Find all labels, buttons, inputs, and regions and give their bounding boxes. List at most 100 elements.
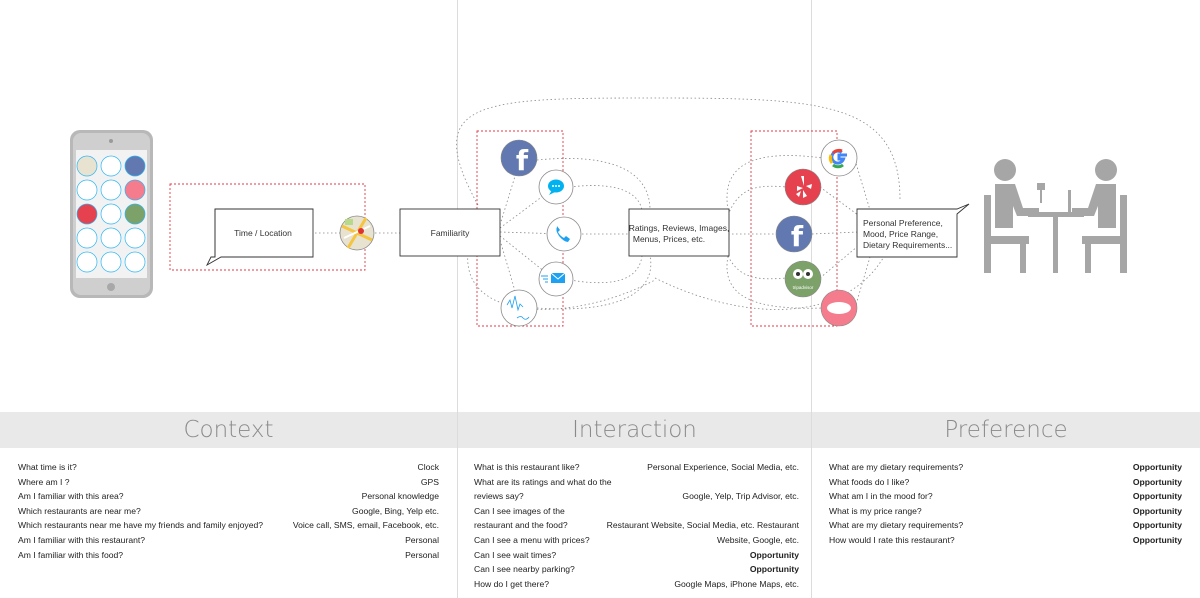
google-icon	[820, 139, 858, 177]
facebook-icon: f	[500, 139, 538, 177]
qa-row: What are my dietary requirements? Opportu…	[829, 518, 1182, 533]
preference-question-list: What are my dietary requirements? Opportu…	[829, 460, 1182, 548]
question-text: What is this restaurant like?	[474, 462, 580, 472]
qa-row: What is this restaurant like? Personal Ex…	[474, 460, 799, 475]
question-text: What are my dietary requirements?	[829, 462, 964, 472]
facebook-app-icon	[124, 155, 146, 177]
maps-app-icon	[76, 155, 98, 177]
interaction-right-group-box	[750, 130, 838, 327]
question-text: Am I familiar with this restaurant?	[18, 534, 146, 545]
empty-app-slot	[76, 227, 98, 249]
empty-app-slot	[124, 227, 146, 249]
qa-row: Which restaurants near me have my friend…	[18, 518, 439, 533]
answer-text: Clock	[417, 462, 440, 472]
section-header-preference: Preference	[812, 412, 1200, 448]
preference-label-line-1: Personal Preference,	[863, 218, 943, 228]
question-text: Which restaurants near me have my friend…	[18, 520, 264, 531]
answer-text: Restaurant Website, Social Media, etc. R…	[606, 520, 799, 531]
answer-text: Personal	[405, 534, 439, 545]
section-title-interaction: Interaction	[572, 417, 697, 443]
answer-text: Opportunity	[749, 564, 799, 575]
question-text: Which restaurants are near me?	[18, 505, 141, 516]
question-text: What am I in the mood for?	[829, 491, 933, 502]
phone-app-icon	[100, 203, 122, 225]
section-header-context: Context	[0, 412, 457, 448]
qa-row: What time is it? Clock	[18, 460, 439, 475]
answer-text: Google Maps, iPhone Maps, etc.	[674, 578, 799, 589]
qa-row: Can I see nearby parking? Opportunity	[474, 562, 799, 577]
question-text: How would I rate this restaurant?	[829, 534, 955, 545]
dining-people-icon	[984, 159, 1127, 273]
qa-row: How do I get there? Google Maps, iPhone M…	[474, 577, 799, 592]
empty-app-slot	[76, 251, 98, 273]
phone-call-icon	[546, 216, 582, 252]
qa-row: Can I see wait times? Opportunity	[474, 548, 799, 563]
question-text: Where am I ?	[18, 476, 70, 487]
question-text: What time is it?	[18, 462, 77, 472]
section-title-context: Context	[183, 417, 274, 443]
facebook-icon-right: f	[775, 215, 813, 253]
zomato-icon	[820, 289, 858, 327]
tripadvisor-wordmark: tripadvisor	[793, 285, 814, 290]
answer-text: Personal knowledge	[361, 491, 439, 502]
question-text: What are my dietary requirements?	[829, 520, 964, 531]
answer-text: Google, Yelp, Trip Advisor, etc.	[682, 491, 799, 502]
ratings-label-line-1: Ratings, Reviews, Images,	[629, 223, 730, 233]
ratings-label-line-2: Menus, Prices, etc.	[633, 234, 705, 244]
question-text: How do I get there?	[474, 578, 550, 589]
answer-text: Opportunity	[1132, 491, 1182, 502]
svg-text:f: f	[516, 144, 529, 177]
empty-app-slot	[124, 251, 146, 273]
question-text: What foods do I like?	[829, 476, 910, 487]
ratings-box: Ratings, Reviews, Images, Menus, Prices,…	[628, 208, 730, 257]
answer-text: Voice call, SMS, email, Facebook, etc.	[292, 520, 439, 531]
question-text: Am I familiar with this food?	[18, 549, 124, 560]
question-text: What is my price range?	[829, 505, 922, 516]
zomato-app-icon	[124, 179, 146, 201]
phone-app-grid	[76, 155, 146, 273]
answer-text: Opportunity	[1132, 505, 1182, 516]
answer-text: Personal Experience, Social Media, etc.	[647, 462, 799, 472]
qa-row: Am I familiar with this restaurant? Perso…	[18, 533, 439, 548]
preference-label-line-3: Dietary Requirements...	[863, 240, 952, 250]
preference-bubble: Personal Preference, Mood, Price Range, …	[856, 203, 970, 258]
messenger-icon	[538, 169, 574, 205]
journey-diagram: Time / Location Familiarity f	[70, 97, 1127, 327]
interaction-question-list: What is this restaurant like? Personal Ex…	[474, 460, 799, 591]
qa-row: Can I see a menu with prices? Website, Go…	[474, 533, 799, 548]
qa-row: Am I familiar with this area?Personal kn…	[18, 489, 439, 504]
answer-text: Opportunity	[1132, 520, 1182, 531]
answer-text: Opportunity	[749, 549, 799, 560]
tripadvisor-app-icon	[124, 203, 146, 225]
divider-context-interaction	[457, 0, 458, 598]
qa-row: Am I familiar with this food? Personal	[18, 548, 439, 563]
voice-wave-icon	[500, 289, 538, 327]
qa-row: What are my dietary requirements? Opportu…	[829, 460, 1182, 475]
qa-row: What am I in the mood for? Opportunity	[829, 489, 1182, 504]
qa-row: Where am I ? GPS	[18, 475, 439, 490]
voice-app-icon	[100, 227, 122, 249]
answer-text: Website, Google, etc.	[716, 534, 799, 545]
answer-text: Opportunity	[1132, 476, 1182, 487]
messenger-app-icon	[100, 155, 122, 177]
question-text: Can I see a menu with prices?	[474, 534, 590, 545]
time-location-label: Time / Location	[234, 228, 292, 238]
answer-text: GPS	[420, 476, 439, 487]
empty-app-slot	[100, 251, 122, 273]
qa-row: Which restaurants are near me?Google, Bi…	[18, 504, 439, 519]
answer-text: Personal	[405, 549, 439, 560]
yelp-app-icon	[76, 203, 98, 225]
qa-row: How would I rate this restaurant?Opportu…	[829, 533, 1182, 548]
tripadvisor-icon: tripadvisor	[784, 260, 822, 298]
question-text: Can I see wait times?	[474, 549, 557, 560]
section-header-interaction: Interaction	[458, 412, 811, 448]
qa-row: Can I see images of the restaurant and t…	[474, 504, 799, 533]
time-location-bubble: Time / Location	[205, 208, 314, 267]
google-app-icon	[100, 179, 122, 201]
yelp-icon	[784, 168, 822, 206]
map-icon	[339, 215, 375, 251]
divider-interaction-preference	[811, 0, 812, 598]
answer-text: Opportunity	[1132, 462, 1182, 472]
question-text: Can I see nearby parking?	[474, 564, 575, 575]
